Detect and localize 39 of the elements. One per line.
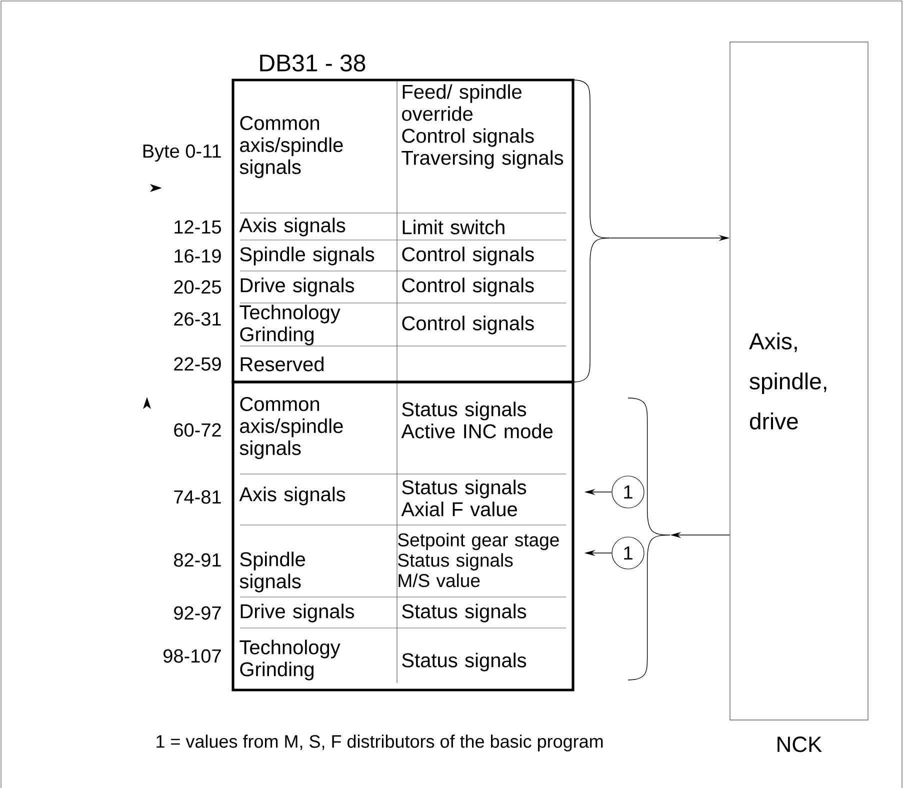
- byte-range: 74-81: [174, 490, 221, 504]
- table-cell: Feed/ spindle override Control signals Traversing signals: [402, 84, 564, 169]
- table-cell: Spindle signals: [240, 246, 374, 266]
- table-cell: Spindle signals: [240, 552, 305, 592]
- footnote: 1 = values from M, S, F distributors of the basic program: [156, 734, 603, 752]
- table-cell: Technology Grinding: [240, 304, 340, 346]
- byte-range: 12-15: [174, 220, 221, 234]
- byte-range: 60-72: [174, 423, 221, 437]
- table-cell: Axis signals: [239, 486, 346, 506]
- table-cell: Status signals: [402, 652, 526, 672]
- table-cell: Limit switch: [402, 220, 504, 234]
- table-cell: Reserved: [240, 356, 324, 372]
- unit-box: Axis, spindle, drive: [730, 42, 868, 720]
- table-cell: Control signals: [402, 246, 534, 266]
- byte-range: 92-97: [174, 606, 221, 620]
- byte-range: Byte 0-11: [143, 144, 221, 162]
- table-cell: Status signals: [402, 604, 526, 622]
- table-cell: Status signals Active INC mode: [401, 402, 553, 438]
- byte-range: 26-31: [174, 312, 221, 326]
- byte-range: 16-19: [174, 249, 221, 263]
- table-cell: Common axis/spindle signals: [240, 116, 343, 178]
- block-title: DB31 - 38: [260, 54, 366, 72]
- table-cell: Setpoint gear stage Status signals M/S value: [398, 532, 559, 588]
- table-frame: [232, 78, 574, 384]
- byte-range: 22-59: [174, 357, 221, 371]
- table-cell: Axis signals: [239, 218, 346, 236]
- table-cell: Common axis/spindle signals: [240, 396, 343, 460]
- byte-range: 82-91: [174, 553, 221, 567]
- table-cell: Status signals Axial F value: [401, 480, 526, 516]
- curly-brace: [572, 80, 610, 382]
- table-cell: Technology Grinding: [240, 640, 340, 680]
- table-cell: Control signals: [402, 278, 534, 296]
- unit-caption: NCK: [778, 736, 822, 752]
- table-cell: Drive signals: [240, 604, 354, 622]
- table-frame: [232, 380, 574, 692]
- table-cell: Drive signals: [240, 278, 354, 296]
- table-cell: Control signals: [402, 316, 534, 334]
- byte-range: 20-25: [174, 280, 221, 294]
- byte-range: 98-107: [164, 649, 221, 663]
